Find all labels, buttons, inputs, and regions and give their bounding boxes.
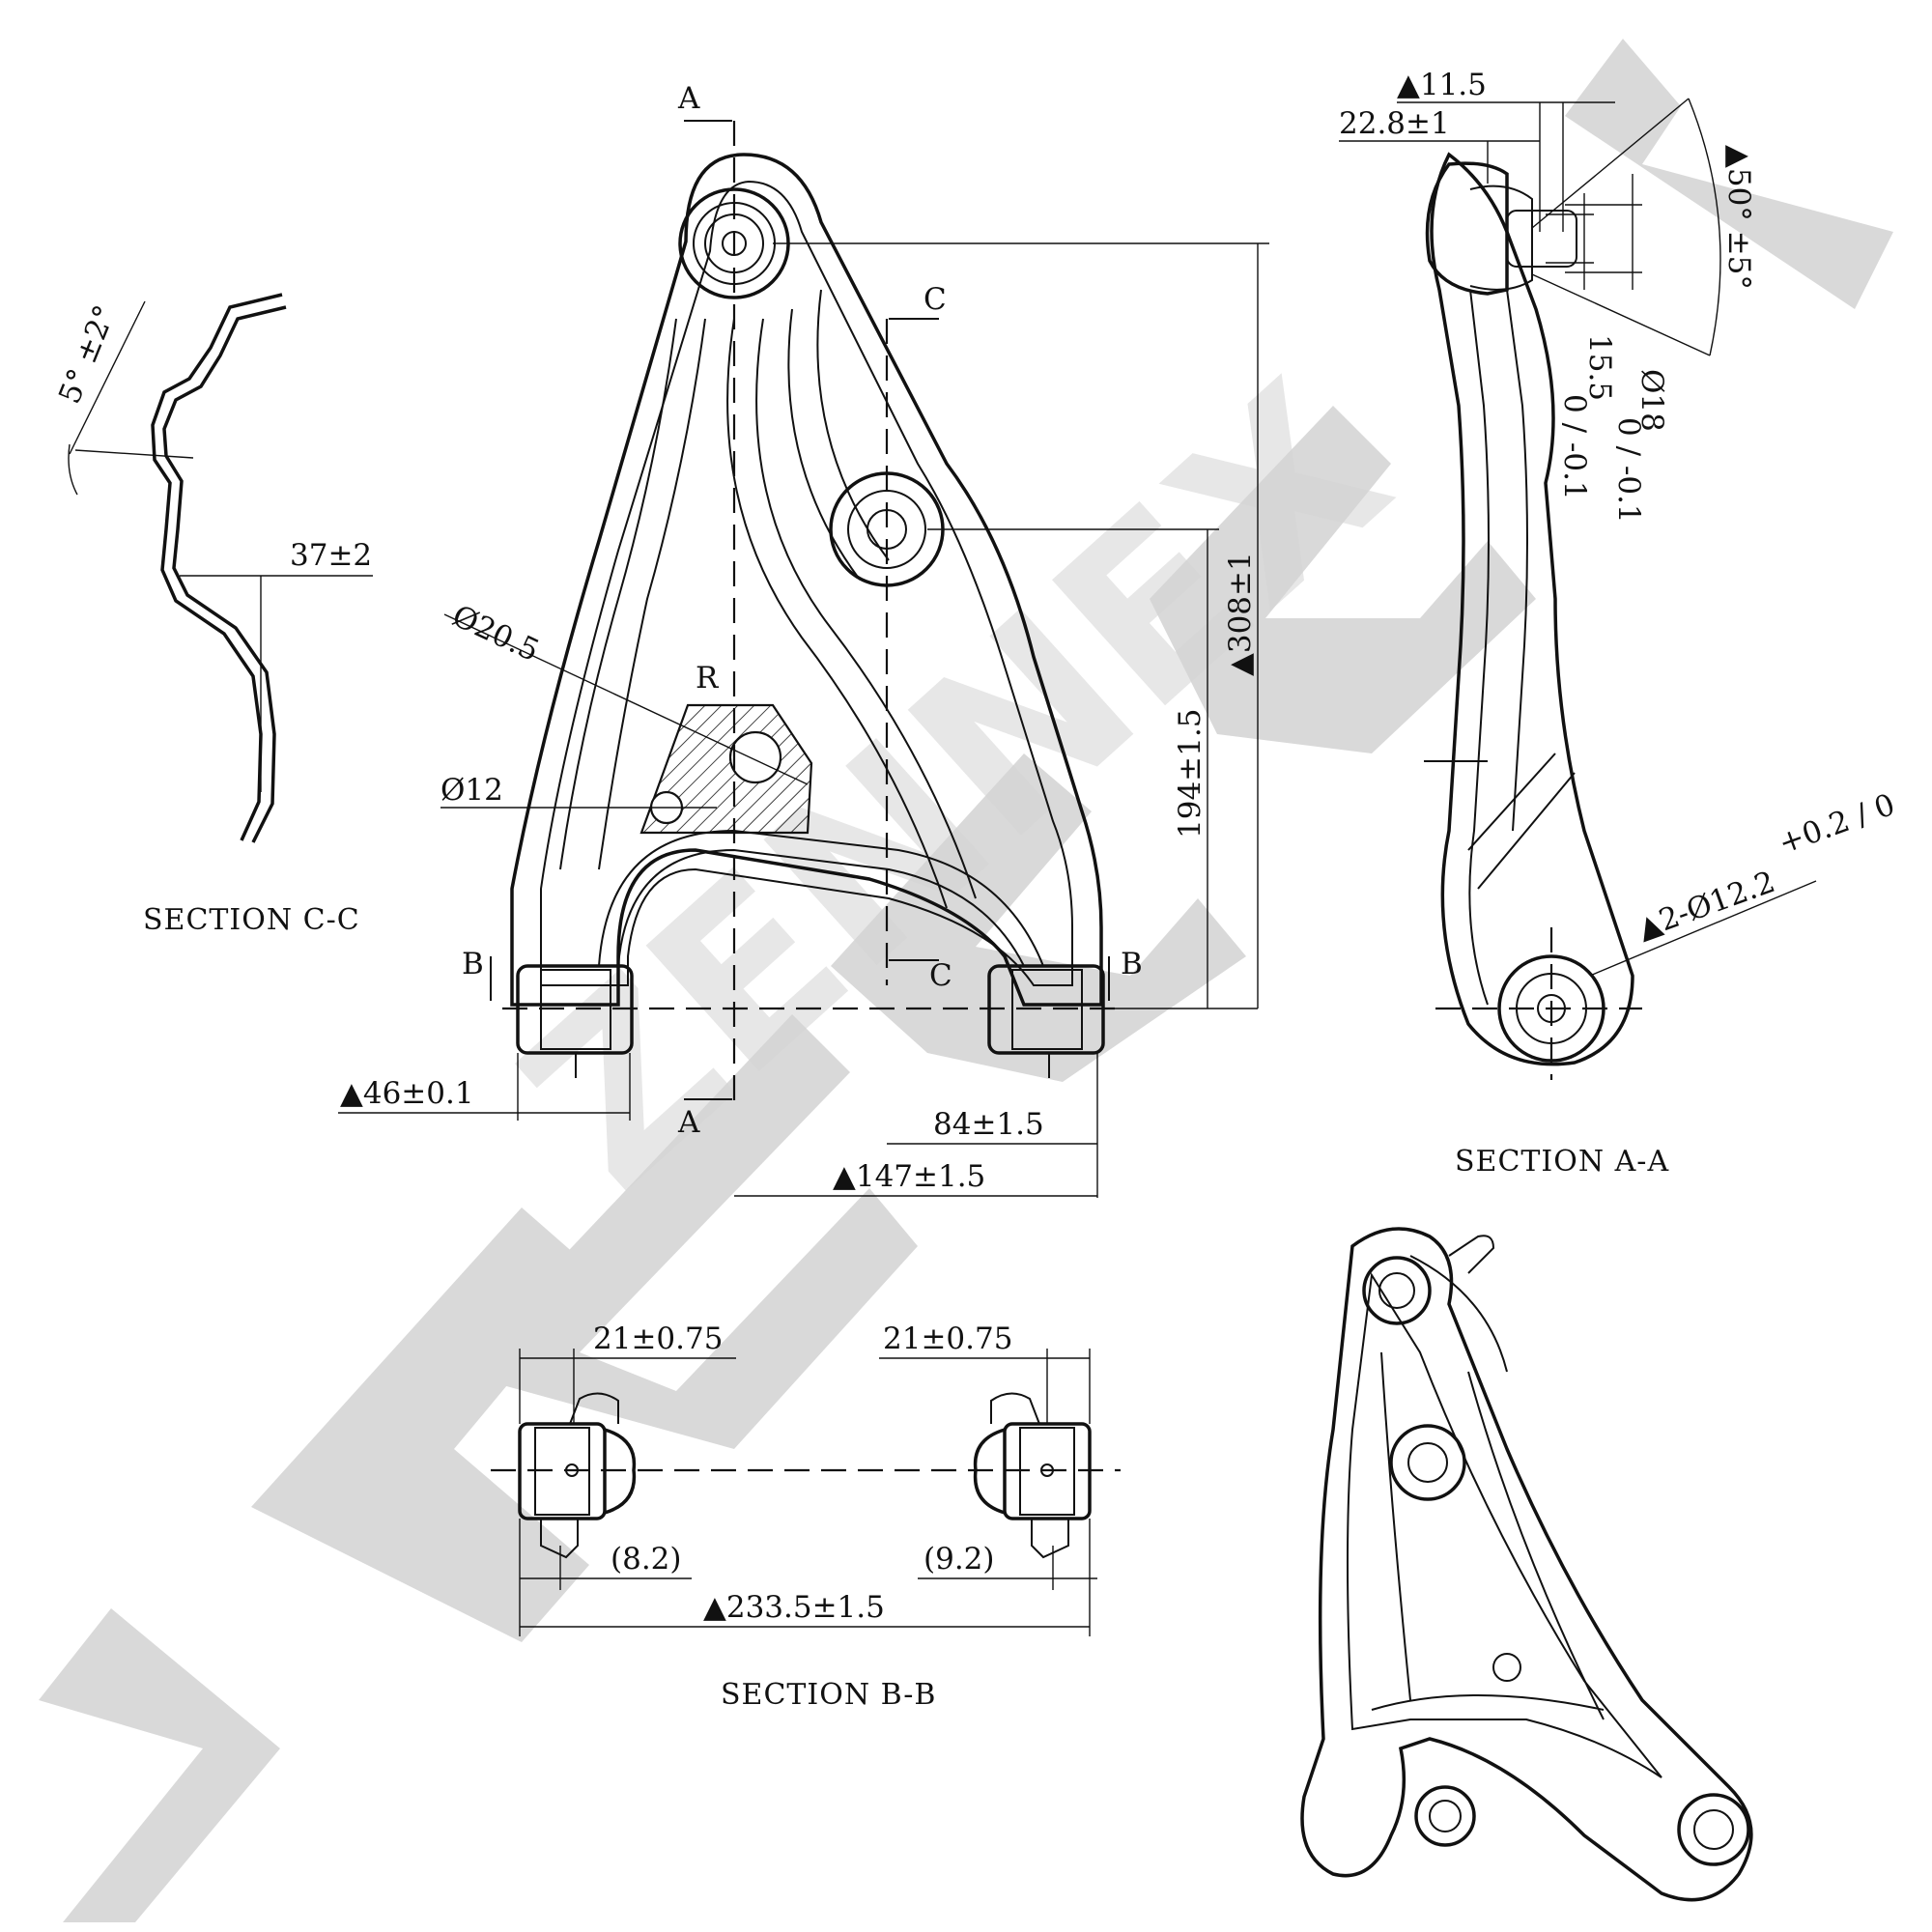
section-a-a-ball-stud — [1506, 210, 1577, 268]
iso-rib-4 — [1371, 1694, 1605, 1711]
arm-rib-diagonal-3 — [787, 308, 861, 581]
iso-lower-left-bushing-core — [1429, 1800, 1462, 1833]
iso-upper-bushing-outer — [1362, 1256, 1432, 1325]
section-b-b-right-bushing-core — [1019, 1427, 1075, 1516]
watermark-chevron — [39, 1608, 280, 1922]
section-b-b-left-pin — [565, 1463, 579, 1477]
section-b-b-left-bushing-core — [534, 1427, 590, 1516]
dim-2x12-2-tol: +0.2 / 0 — [1774, 787, 1899, 862]
section-b-b-right-tab-bottom — [1031, 1519, 1069, 1559]
dim-84-label: 84±1.5 — [933, 1107, 1044, 1142]
section-c-c-angle-arc — [68, 443, 78, 496]
marker-a-top: A — [677, 81, 700, 116]
dim-12-label: Ø12 — [440, 773, 503, 808]
iso-mid-boss-outer — [1389, 1424, 1466, 1501]
marker-c-top: C — [923, 282, 947, 317]
iso-lower-left-bushing — [1414, 1785, 1476, 1847]
dim-233-5-label: ▲233.5±1.5 — [703, 1590, 885, 1625]
iso-upper-bushing-inner — [1378, 1272, 1415, 1309]
arm-lower-arch — [617, 848, 1025, 967]
section-c-c-profile — [151, 293, 283, 841]
section-c-c-view: 5° ±2° 37±2 SECTION C-C — [52, 293, 373, 937]
marker-c-bottom: C — [929, 958, 952, 993]
section-b-b-left-flange — [604, 1428, 637, 1515]
arm-web-left-2 — [598, 318, 706, 870]
arm-inner-contour — [540, 180, 1073, 986]
section-a-a-view: ▲11.5 22.8±1 ▲50° ±5° 15.5 0 / -0.1 Ø18 … — [1339, 68, 1899, 1179]
isometric-view — [1300, 1227, 1753, 1902]
watermark: ZENNEX — [39, 39, 1893, 1922]
iso-mid-boss-inner — [1407, 1442, 1448, 1483]
section-a-a-ball-housing — [1425, 161, 1509, 296]
dim-15-5-tol: 0 / -0.1 — [1557, 394, 1592, 500]
dim-15-5-label: 15.5 — [1582, 334, 1617, 401]
main-front-view: R A A C C B B Ø20.5 Ø12 ▲46±0.1 — [338, 81, 1269, 1198]
iso-rib-3 — [1409, 1255, 1508, 1373]
iso-inner-contour — [1347, 1272, 1662, 1778]
section-b-b-right-flange — [973, 1428, 1006, 1515]
section-a-a-contour — [1430, 152, 1634, 1066]
arm-rib-diagonal-1 — [755, 318, 977, 899]
dim-46-label: ▲46±0.1 — [340, 1076, 474, 1111]
section-c-c-profile-inner — [162, 305, 287, 843]
leader-2x12-2 — [1589, 880, 1817, 977]
marker-r: R — [696, 661, 720, 696]
section-a-a-inner — [1468, 289, 1490, 1006]
dim-194-label: 194±1.5 — [1173, 709, 1208, 838]
section-b-b-left-tab-bottom — [540, 1519, 579, 1559]
angle-5-label: 5° ±2° — [52, 300, 123, 409]
dim-18-label: Ø18 — [1634, 369, 1669, 432]
section-b-b-title: SECTION B-B — [721, 1678, 936, 1712]
arm-rib-diagonal-2 — [726, 318, 948, 909]
dim-147-label: ▲147±1.5 — [833, 1159, 985, 1194]
dim-308-label: ▲308±1 — [1223, 552, 1258, 676]
section-b-b-right-tab-top — [990, 1392, 1040, 1425]
iso-rib-1 — [1380, 1351, 1411, 1701]
dim-8-2-label: (8.2) — [611, 1542, 682, 1577]
section-a-a-boot — [1469, 185, 1533, 291]
iso-outer-contour — [1300, 1227, 1753, 1902]
leader-20-5 — [443, 613, 809, 785]
marker-b-right: B — [1121, 947, 1143, 981]
section-a-a-title: SECTION A-A — [1455, 1145, 1669, 1179]
dim-21-left-label: 21±0.75 — [593, 1321, 723, 1356]
section-b-b-left-tab-top — [569, 1392, 619, 1425]
marker-a-bottom: A — [677, 1105, 700, 1140]
section-c-c-angle-line-1 — [69, 300, 146, 455]
dim-20-5-label: Ø20.5 — [447, 599, 545, 669]
iso-rib-2 — [1467, 1371, 1605, 1720]
angle-50-label: ▲50° ±5° — [1721, 145, 1756, 290]
plate-hole-large — [728, 730, 782, 784]
dim-11-5-label: ▲11.5 — [1397, 68, 1487, 102]
angle-50-arc — [1688, 98, 1721, 356]
angle-50-line-1 — [1531, 98, 1690, 229]
watermark-letter-n2 — [1150, 406, 1536, 753]
iso-ball-stud — [1448, 1235, 1495, 1274]
section-c-c-angle-line-2 — [74, 449, 194, 459]
dim-22-8-label: 22.8±1 — [1339, 106, 1450, 141]
marker-b-left: B — [462, 947, 484, 981]
dim-21-right-label: 21±0.75 — [883, 1321, 1012, 1356]
lower-right-bushing-core — [1011, 969, 1083, 1050]
section-b-b-right-pin — [1040, 1463, 1054, 1477]
iso-lower-right-bushing — [1677, 1793, 1750, 1866]
section-a-a-rib — [1467, 753, 1576, 890]
watermark-letter-e — [454, 1014, 918, 1449]
watermark-letter-n1 — [831, 753, 1246, 1082]
dim-18-tol: 0 / -0.1 — [1611, 417, 1646, 524]
section-b-b-left-bushing — [518, 1422, 607, 1520]
dim-9-2-label: (9.2) — [923, 1542, 995, 1577]
iso-lower-right-bushing-core — [1693, 1809, 1734, 1850]
arm-web-left — [559, 318, 677, 870]
section-b-b-view: 21±0.75 21±0.75 (8.2) (9.2) ▲233.5±1.5 S… — [491, 1321, 1121, 1712]
angle-50-line-2 — [1531, 273, 1711, 356]
iso-plate-hole — [1492, 1653, 1521, 1682]
section-c-c-title: SECTION C-C — [143, 903, 360, 937]
dim-37-label: 37±2 — [290, 538, 372, 573]
section-a-a-inner-2 — [1506, 289, 1528, 832]
watermark-letter-x — [1565, 39, 1893, 309]
arm-outer-contour — [510, 153, 1103, 1007]
